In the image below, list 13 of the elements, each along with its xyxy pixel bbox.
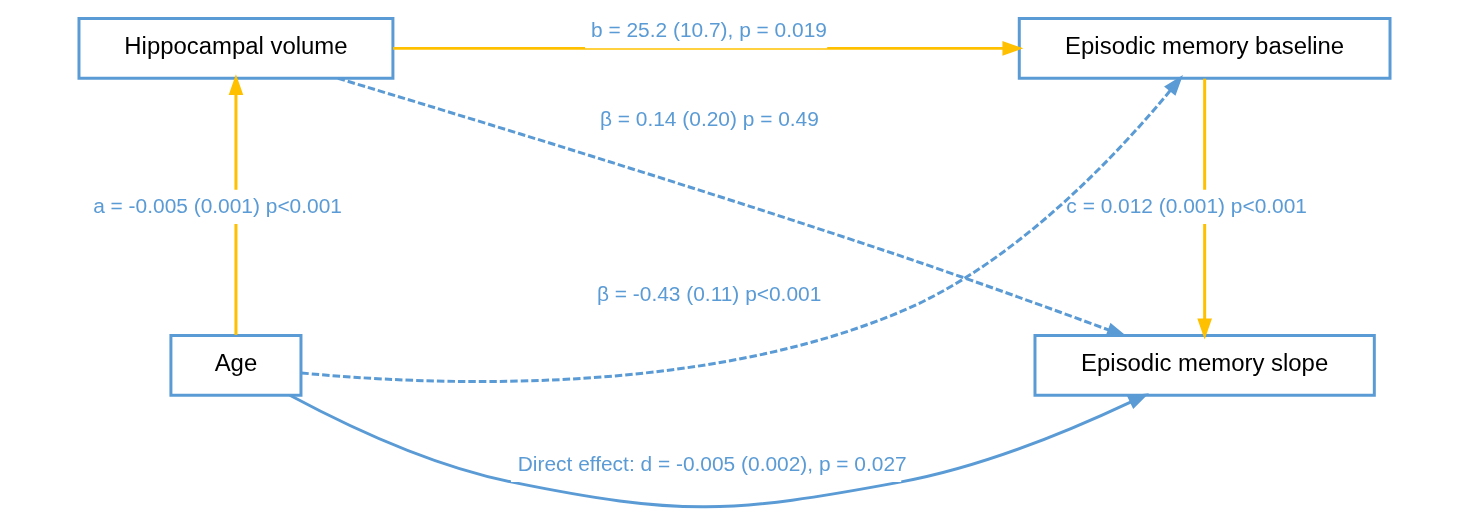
edge-label: b = 25.2 (10.7), p = 0.019: [590, 18, 827, 42]
edge-label: c = 0.012 (0.001) p<0.001: [1065, 194, 1307, 218]
edge-label: a = -0.005 (0.001) p<0.001: [92, 194, 342, 218]
edge-label: β = -0.43 (0.11) p<0.001: [596, 281, 821, 305]
arrow: [392, 41, 1023, 56]
node-box: Episodic memory baseline: [1017, 16, 1391, 80]
arrow: [300, 74, 1183, 383]
arrow: [288, 393, 1149, 509]
node-box: Episodic memory slope: [1033, 333, 1376, 397]
edge-label: β = 0.14 (0.20) p = 0.49: [599, 106, 819, 130]
node-box: Age: [168, 333, 302, 397]
node-box: Hippocampal volume: [77, 16, 394, 80]
edge-label: Direct effect: d = -0.005 (0.002), p = 0.027: [517, 451, 907, 475]
